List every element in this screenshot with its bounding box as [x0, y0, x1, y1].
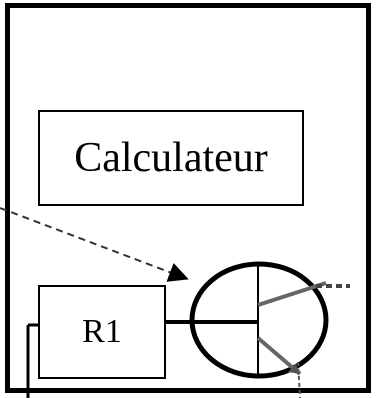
dashed-pointer-arrow [0, 207, 189, 282]
resistor-label: R1 [82, 313, 122, 350]
calculator-box: Calculateur [38, 110, 304, 206]
enclosure-frame [5, 3, 371, 393]
calculator-label: Calculateur [74, 135, 268, 181]
collector-leg [257, 281, 327, 307]
emitter-lead-dashed [297, 361, 301, 398]
resistor-r1-box: R1 [38, 285, 166, 379]
emitter-arrow [288, 364, 300, 374]
